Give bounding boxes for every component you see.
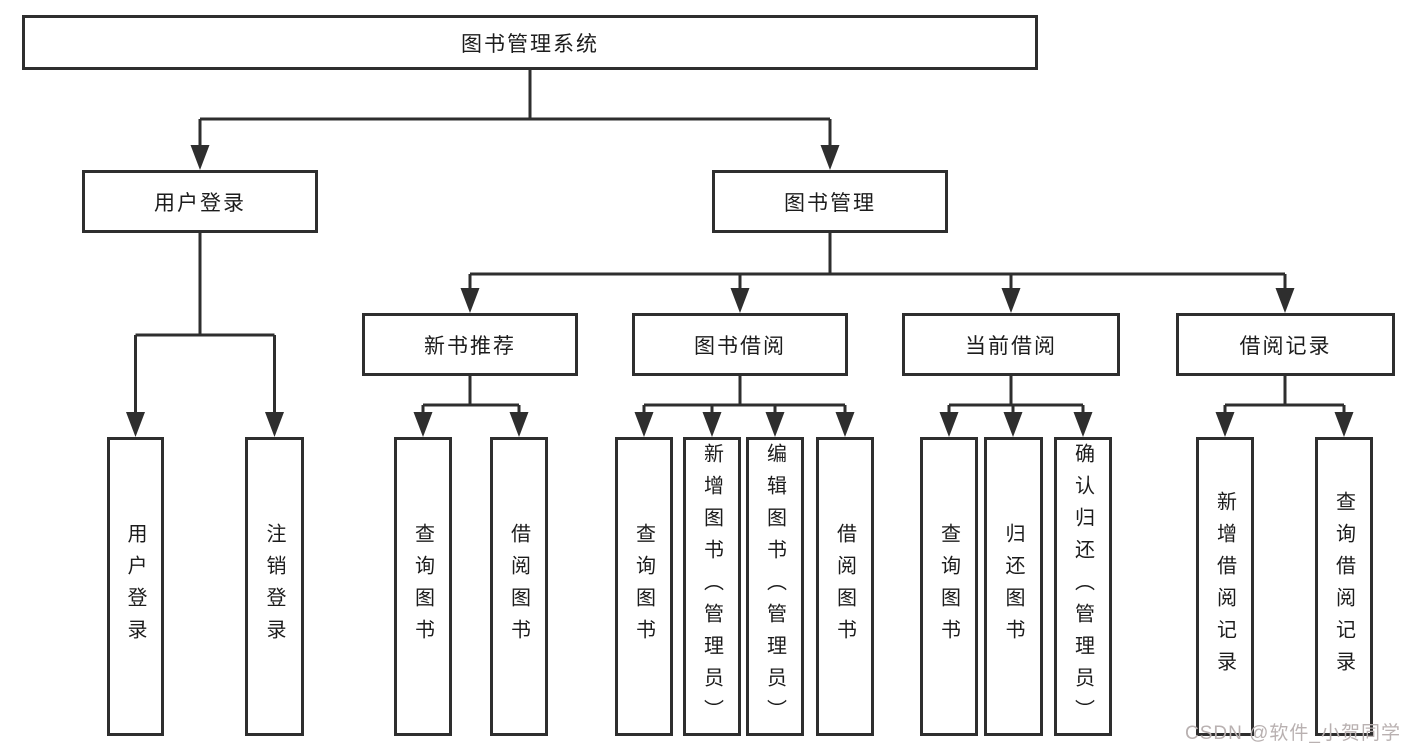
node-user-login: 用户登录	[82, 170, 318, 233]
leaf-cb-confirm-return-admin: 确认归还（管理员）	[1054, 437, 1112, 736]
node-book-management: 图书管理	[712, 170, 948, 233]
leaf-rec-borrow-books: 借阅图书	[490, 437, 548, 736]
leaf-user-login: 用户登录	[107, 437, 164, 736]
node-borrow-records: 借阅记录	[1176, 313, 1395, 376]
leaf-bb-query-books: 查询图书	[615, 437, 673, 736]
leaf-cb-query-books: 查询图书	[920, 437, 978, 736]
leaf-br-query-record: 查询借阅记录	[1315, 437, 1373, 736]
leaf-br-add-record: 新增借阅记录	[1196, 437, 1254, 736]
node-library-management-system: 图书管理系统	[22, 15, 1038, 70]
leaf-cb-return-books: 归还图书	[984, 437, 1043, 736]
leaf-rec-query-books: 查询图书	[394, 437, 452, 736]
leaf-logout: 注销登录	[245, 437, 304, 736]
node-book-borrowing: 图书借阅	[632, 313, 848, 376]
leaf-bb-add-books-admin: 新增图书（管理员）	[683, 437, 741, 736]
csdn-watermark: CSDN @软件_小贺同学	[1185, 723, 1401, 744]
arrowhead-icons	[126, 145, 1354, 437]
node-current-borrowing: 当前借阅	[902, 313, 1120, 376]
node-new-book-recommend: 新书推荐	[362, 313, 578, 376]
leaf-bb-edit-books-admin: 编辑图书（管理员）	[746, 437, 804, 736]
leaf-bb-borrow-books: 借阅图书	[816, 437, 874, 736]
